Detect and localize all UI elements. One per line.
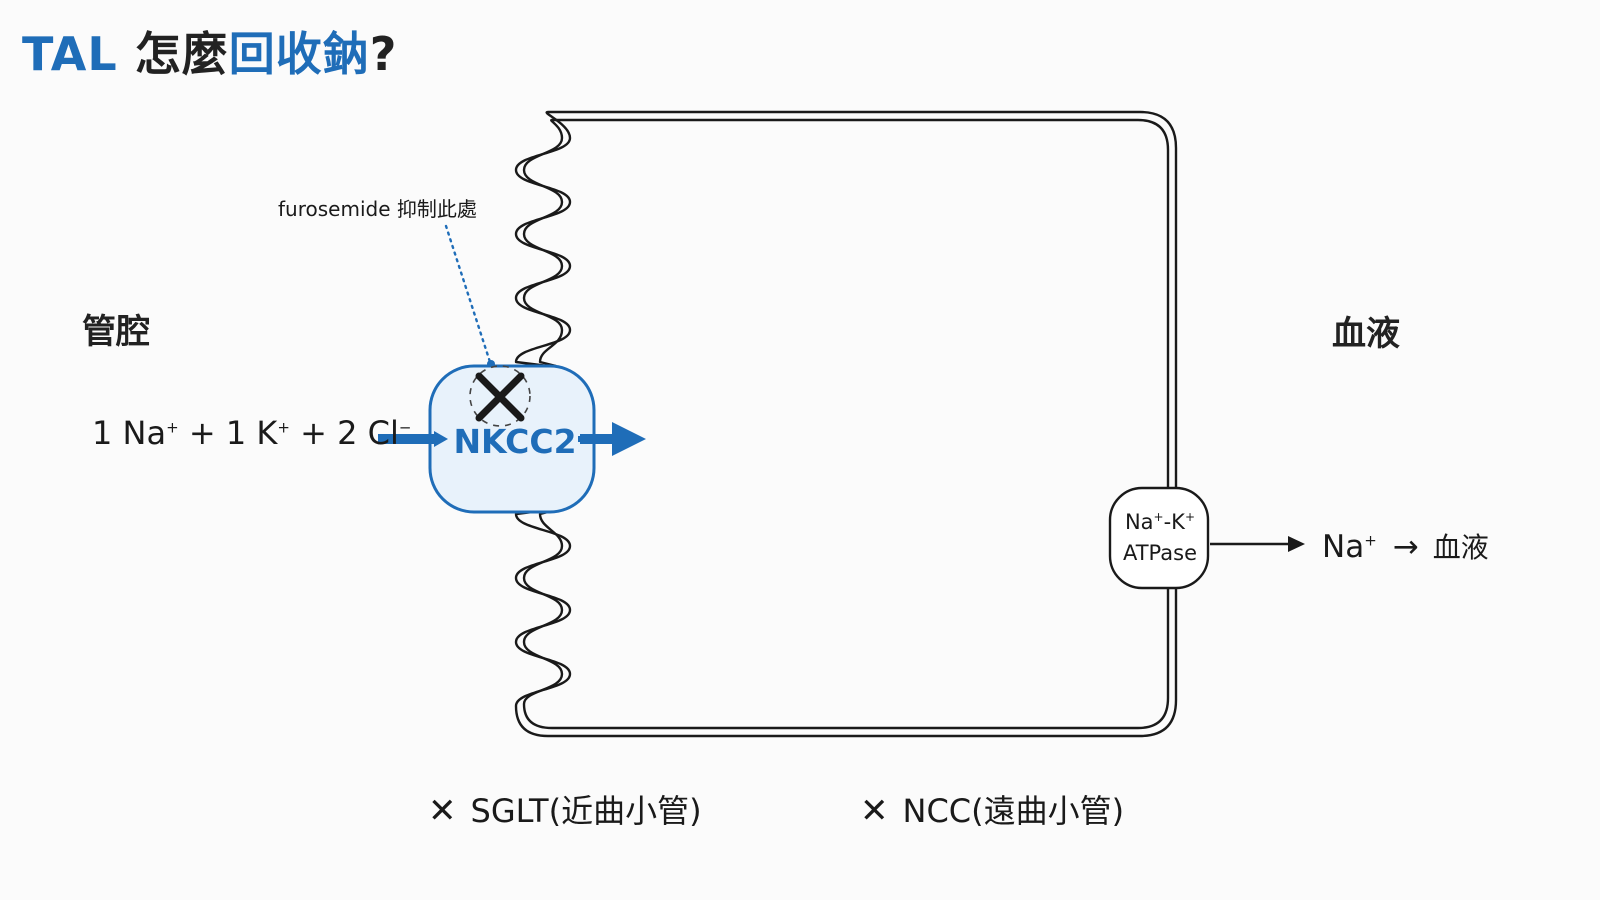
- pump-k-charge: +: [1184, 510, 1196, 524]
- x-mark-icon: ✕: [428, 791, 457, 831]
- lumen-label: 管腔: [82, 312, 150, 352]
- arrow-right-icon: [1210, 536, 1305, 552]
- pump-k: -K: [1163, 510, 1185, 534]
- ion-cl-charge: −: [398, 418, 412, 437]
- arrow-right-icon: [578, 422, 646, 456]
- furosemide-leader-line: [444, 224, 492, 364]
- x-mark-icon: [469, 365, 531, 427]
- x-mark-icon: ✕: [860, 791, 889, 831]
- membrane-outer: [514, 110, 1178, 738]
- na-out-arrow: →: [1392, 529, 1419, 565]
- pump-na-charge: +: [1153, 510, 1164, 524]
- pump-label-line2: ATPase: [1122, 541, 1197, 565]
- page-title: TAL 怎麼回收鈉?: [22, 18, 397, 84]
- title-suffix: ?: [369, 27, 398, 81]
- pump-label-line1: Na+-K+: [1112, 510, 1208, 534]
- membrane-inner: [522, 118, 1170, 730]
- na-out-ion: Na: [1322, 529, 1365, 565]
- cell-membrane: [514, 110, 1178, 738]
- ion-na-charge: +: [166, 418, 179, 437]
- na-out-charge: +: [1364, 531, 1377, 550]
- ion-k-charge: +: [277, 418, 290, 437]
- ion-k: + 1 K: [178, 414, 278, 452]
- sodium-to-blood-label: Na+ → 血液: [1322, 526, 1489, 566]
- furosemide-note: furosemide 抑制此處: [278, 197, 477, 221]
- pump-na: Na: [1124, 510, 1154, 534]
- ion-na: 1 Na: [92, 414, 167, 452]
- nkcc2-label: NKCC2: [453, 422, 577, 461]
- na-out-dest: 血液: [1432, 531, 1489, 564]
- note-ncc: ✕ NCC(遠曲小管): [860, 786, 1124, 832]
- note-sglt-text: SGLT(近曲小管): [470, 792, 702, 830]
- title-middle: 怎麼: [134, 27, 229, 81]
- note-ncc-text: NCC(遠曲小管): [902, 792, 1125, 830]
- arrow-right-icon: [378, 431, 448, 447]
- blood-label: 血液: [1332, 314, 1400, 354]
- title-prefix: TAL: [22, 27, 118, 81]
- na-k-atpase-pump: [1108, 486, 1210, 590]
- ion-cl: + 2 Cl: [289, 414, 399, 452]
- ion-formula: 1 Na+ + 1 K+ + 2 Cl−: [92, 414, 411, 452]
- title-highlight: 回收鈉: [228, 27, 370, 81]
- note-sglt: ✕ SGLT(近曲小管): [428, 786, 702, 832]
